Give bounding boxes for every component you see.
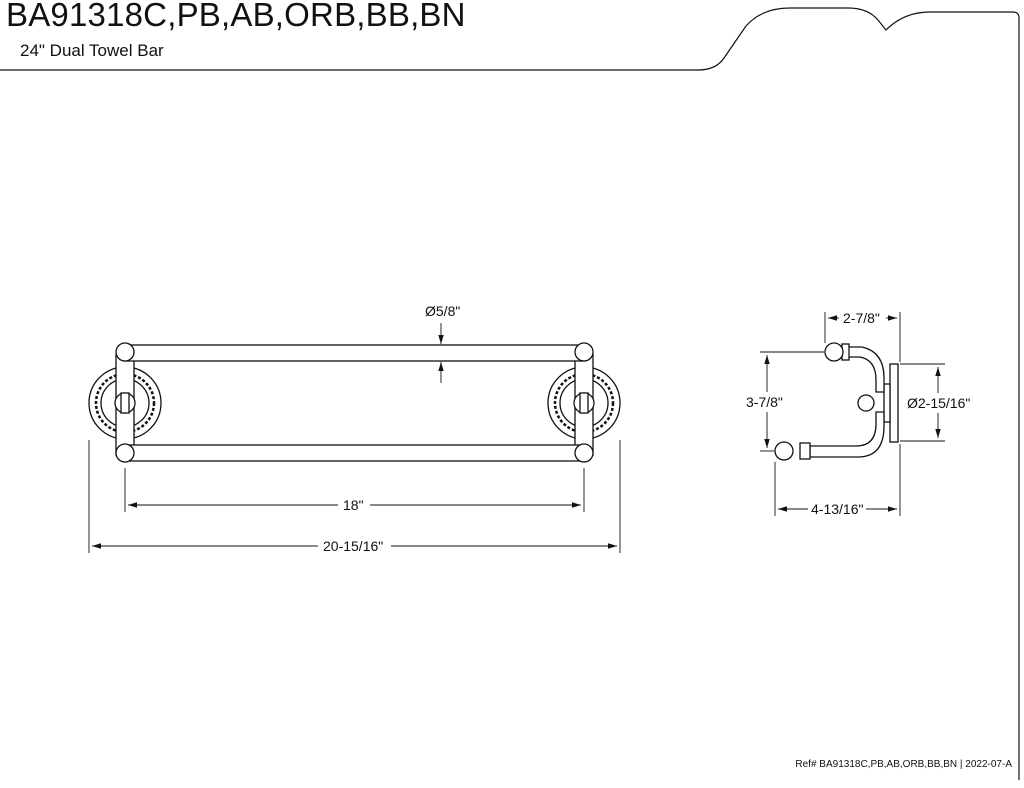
dim-bar-diameter: Ø5/8" — [425, 303, 460, 319]
dim-top-projection: 2-7/8" — [843, 310, 880, 326]
front-view — [88, 342, 621, 463]
side-dimensions — [760, 312, 945, 516]
dim-height: 3-7/8" — [746, 394, 783, 410]
dim-inner-length: 18" — [343, 497, 364, 513]
reference-footer: Ref# BA91318C,PB,AB,ORB,BB,BN | 2022-07-… — [795, 759, 1012, 770]
dim-overall-length: 20-15/16" — [323, 538, 383, 554]
front-dimensions — [88, 323, 621, 553]
side-view — [774, 342, 899, 461]
dim-overall-projection: 4-13/16" — [811, 501, 863, 517]
product-name: 24" Dual Towel Bar — [20, 41, 164, 60]
model-number: BA91318C,PB,AB,ORB,BB,BN — [6, 0, 466, 33]
sheet-border — [0, 7, 1020, 780]
dim-flange-diameter: Ø2-15/16" — [907, 395, 970, 411]
